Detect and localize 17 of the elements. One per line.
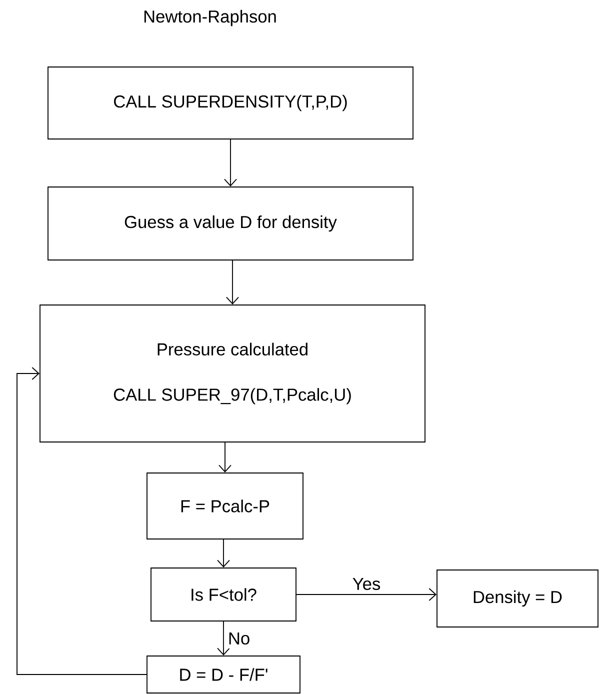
edge-label: No [224,628,254,649]
edge-label: Yes [348,574,385,594]
process-box: Density = D [436,570,598,628]
process-box: Guess a value D for density [48,186,414,260]
arrow [217,621,230,656]
arrow [296,588,437,601]
arrow [217,539,230,568]
arrow [226,260,239,305]
process-box: Pressure calculated CALL SUPER_97(D,T,Pcalc,U) [40,304,426,442]
title: Newton-Raphson [144,10,276,26]
process-box: Is F<tol? [150,568,296,622]
arrow [224,139,237,187]
process-box: CALL SUPERDENSITY(T,P,D) [48,66,414,140]
arrow [16,367,147,675]
arrow [218,442,232,473]
process-box: D = D - F/F' [146,656,300,694]
process-box: F = Pcalc-P [146,472,304,540]
